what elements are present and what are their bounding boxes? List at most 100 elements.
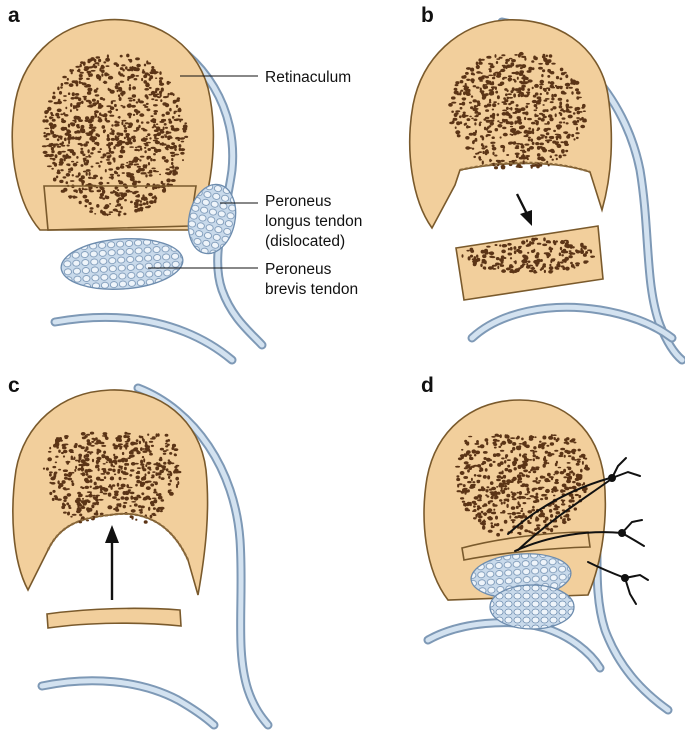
trabecular-dot (550, 434, 554, 437)
trabecular-dot (108, 213, 111, 216)
trabecular-dot (142, 202, 147, 206)
trabecular-dot (47, 106, 52, 111)
trabecular-dot (559, 451, 564, 456)
trabecular-dot (67, 123, 71, 128)
trabecular-dot (540, 498, 544, 501)
trabecular-dot (149, 514, 153, 519)
trabecular-dot (114, 103, 117, 108)
trabecular-dot (156, 508, 160, 513)
trabecular-dot (113, 457, 117, 460)
trabecular-dot (161, 113, 165, 117)
trabecular-dot (70, 103, 73, 107)
trabecular-dot (51, 497, 55, 501)
trabecular-dot (109, 173, 115, 176)
trabecular-dot (165, 468, 169, 472)
bone-block-b (455, 225, 604, 301)
trabecular-dot (78, 494, 82, 498)
trabecular-dot (170, 179, 176, 182)
trabecular-dot (554, 489, 559, 492)
trabecular-dot (471, 147, 475, 150)
trabecular-dot (101, 189, 106, 194)
trabecular-dot (63, 157, 66, 162)
trabecular-dot (93, 174, 98, 178)
trabecular-dot (547, 149, 553, 152)
trabecular-dot (564, 244, 569, 248)
trabecular-dot (123, 136, 126, 140)
trabecular-dot (488, 74, 494, 77)
trabecular-dot (152, 514, 157, 516)
trabecular-dot (476, 505, 481, 508)
trabecular-dot (505, 93, 508, 97)
trabecular-dot (71, 92, 75, 97)
trabecular-dot (535, 519, 539, 522)
trabecular-dot (559, 246, 563, 251)
trabecular-dot (537, 117, 542, 121)
trabecular-dot (505, 434, 510, 439)
trabecular-dot (519, 149, 524, 152)
trabecular-dot (550, 514, 554, 518)
trabecular-dot (581, 460, 584, 465)
trabecular-dot (97, 116, 100, 119)
trabecular-dot (143, 197, 146, 202)
trabecular-dot (482, 504, 488, 507)
trabecular-dot (115, 445, 121, 448)
trabecular-dot (71, 136, 75, 140)
trabecular-dot (548, 476, 553, 478)
trabecular-dot (106, 143, 112, 147)
trabecular-dot (49, 116, 52, 120)
trabecular-dot (148, 73, 151, 76)
trabecular-dot (493, 508, 496, 511)
trabecular-dot (567, 244, 573, 247)
trabecular-dot (85, 495, 89, 498)
trabecular-dot (559, 261, 564, 264)
trabecular-dot (470, 106, 474, 110)
trabecular-dot (49, 491, 53, 496)
trabecular-dot (58, 483, 64, 488)
trabecular-dot (466, 126, 469, 129)
peroneus-brevis-tendon-a (60, 238, 184, 290)
trabecular-dot (113, 453, 116, 457)
trabecular-dot (89, 431, 95, 435)
trabecular-dot (124, 127, 128, 130)
trabecular-dot (511, 87, 515, 92)
trabecular-dot (477, 494, 483, 498)
trabecular-dot (111, 124, 114, 127)
trabecular-dot (546, 140, 550, 144)
trabecular-dot (475, 114, 479, 117)
trabecular-dot (149, 71, 154, 75)
trabecular-dot (153, 153, 156, 156)
trabecular-dot (147, 162, 151, 166)
trabecular-dot (130, 73, 135, 78)
trabecular-dot (77, 172, 81, 177)
trabecular-dot (566, 473, 570, 476)
trabecular-dot (160, 135, 165, 139)
trabecular-dot (542, 104, 545, 106)
trabecular-dot (543, 252, 549, 255)
trabecular-dot (82, 95, 87, 98)
trabecular-dot (151, 497, 157, 500)
trabecular-dot (97, 134, 100, 138)
trabecular-dot (85, 156, 89, 158)
trabecular-dot (495, 90, 499, 94)
trabecular-dot (566, 241, 569, 244)
trabecular-dot (473, 139, 478, 142)
trabecular-dot (547, 480, 551, 482)
trabecular-dot (59, 142, 64, 146)
trabecular-dot (52, 177, 57, 182)
trabecular-dot (525, 105, 529, 109)
trabecular-dot (125, 141, 130, 146)
trabecular-dot (465, 92, 471, 96)
trabecular-dot (465, 71, 469, 75)
trabecular-dot (67, 133, 72, 138)
trabecular-dot (492, 151, 495, 156)
trabecular-dot (527, 88, 531, 92)
trabecular-dot (106, 213, 109, 217)
trabecular-dot (62, 446, 67, 450)
trabecular-dot (100, 209, 103, 214)
trabecular-dot (463, 487, 468, 490)
trabecular-dot (154, 71, 159, 74)
trabecular-dot (476, 100, 481, 104)
trabecular-dot (490, 524, 494, 529)
trabecular-dot (101, 468, 107, 471)
trabecular-dot (520, 93, 523, 98)
